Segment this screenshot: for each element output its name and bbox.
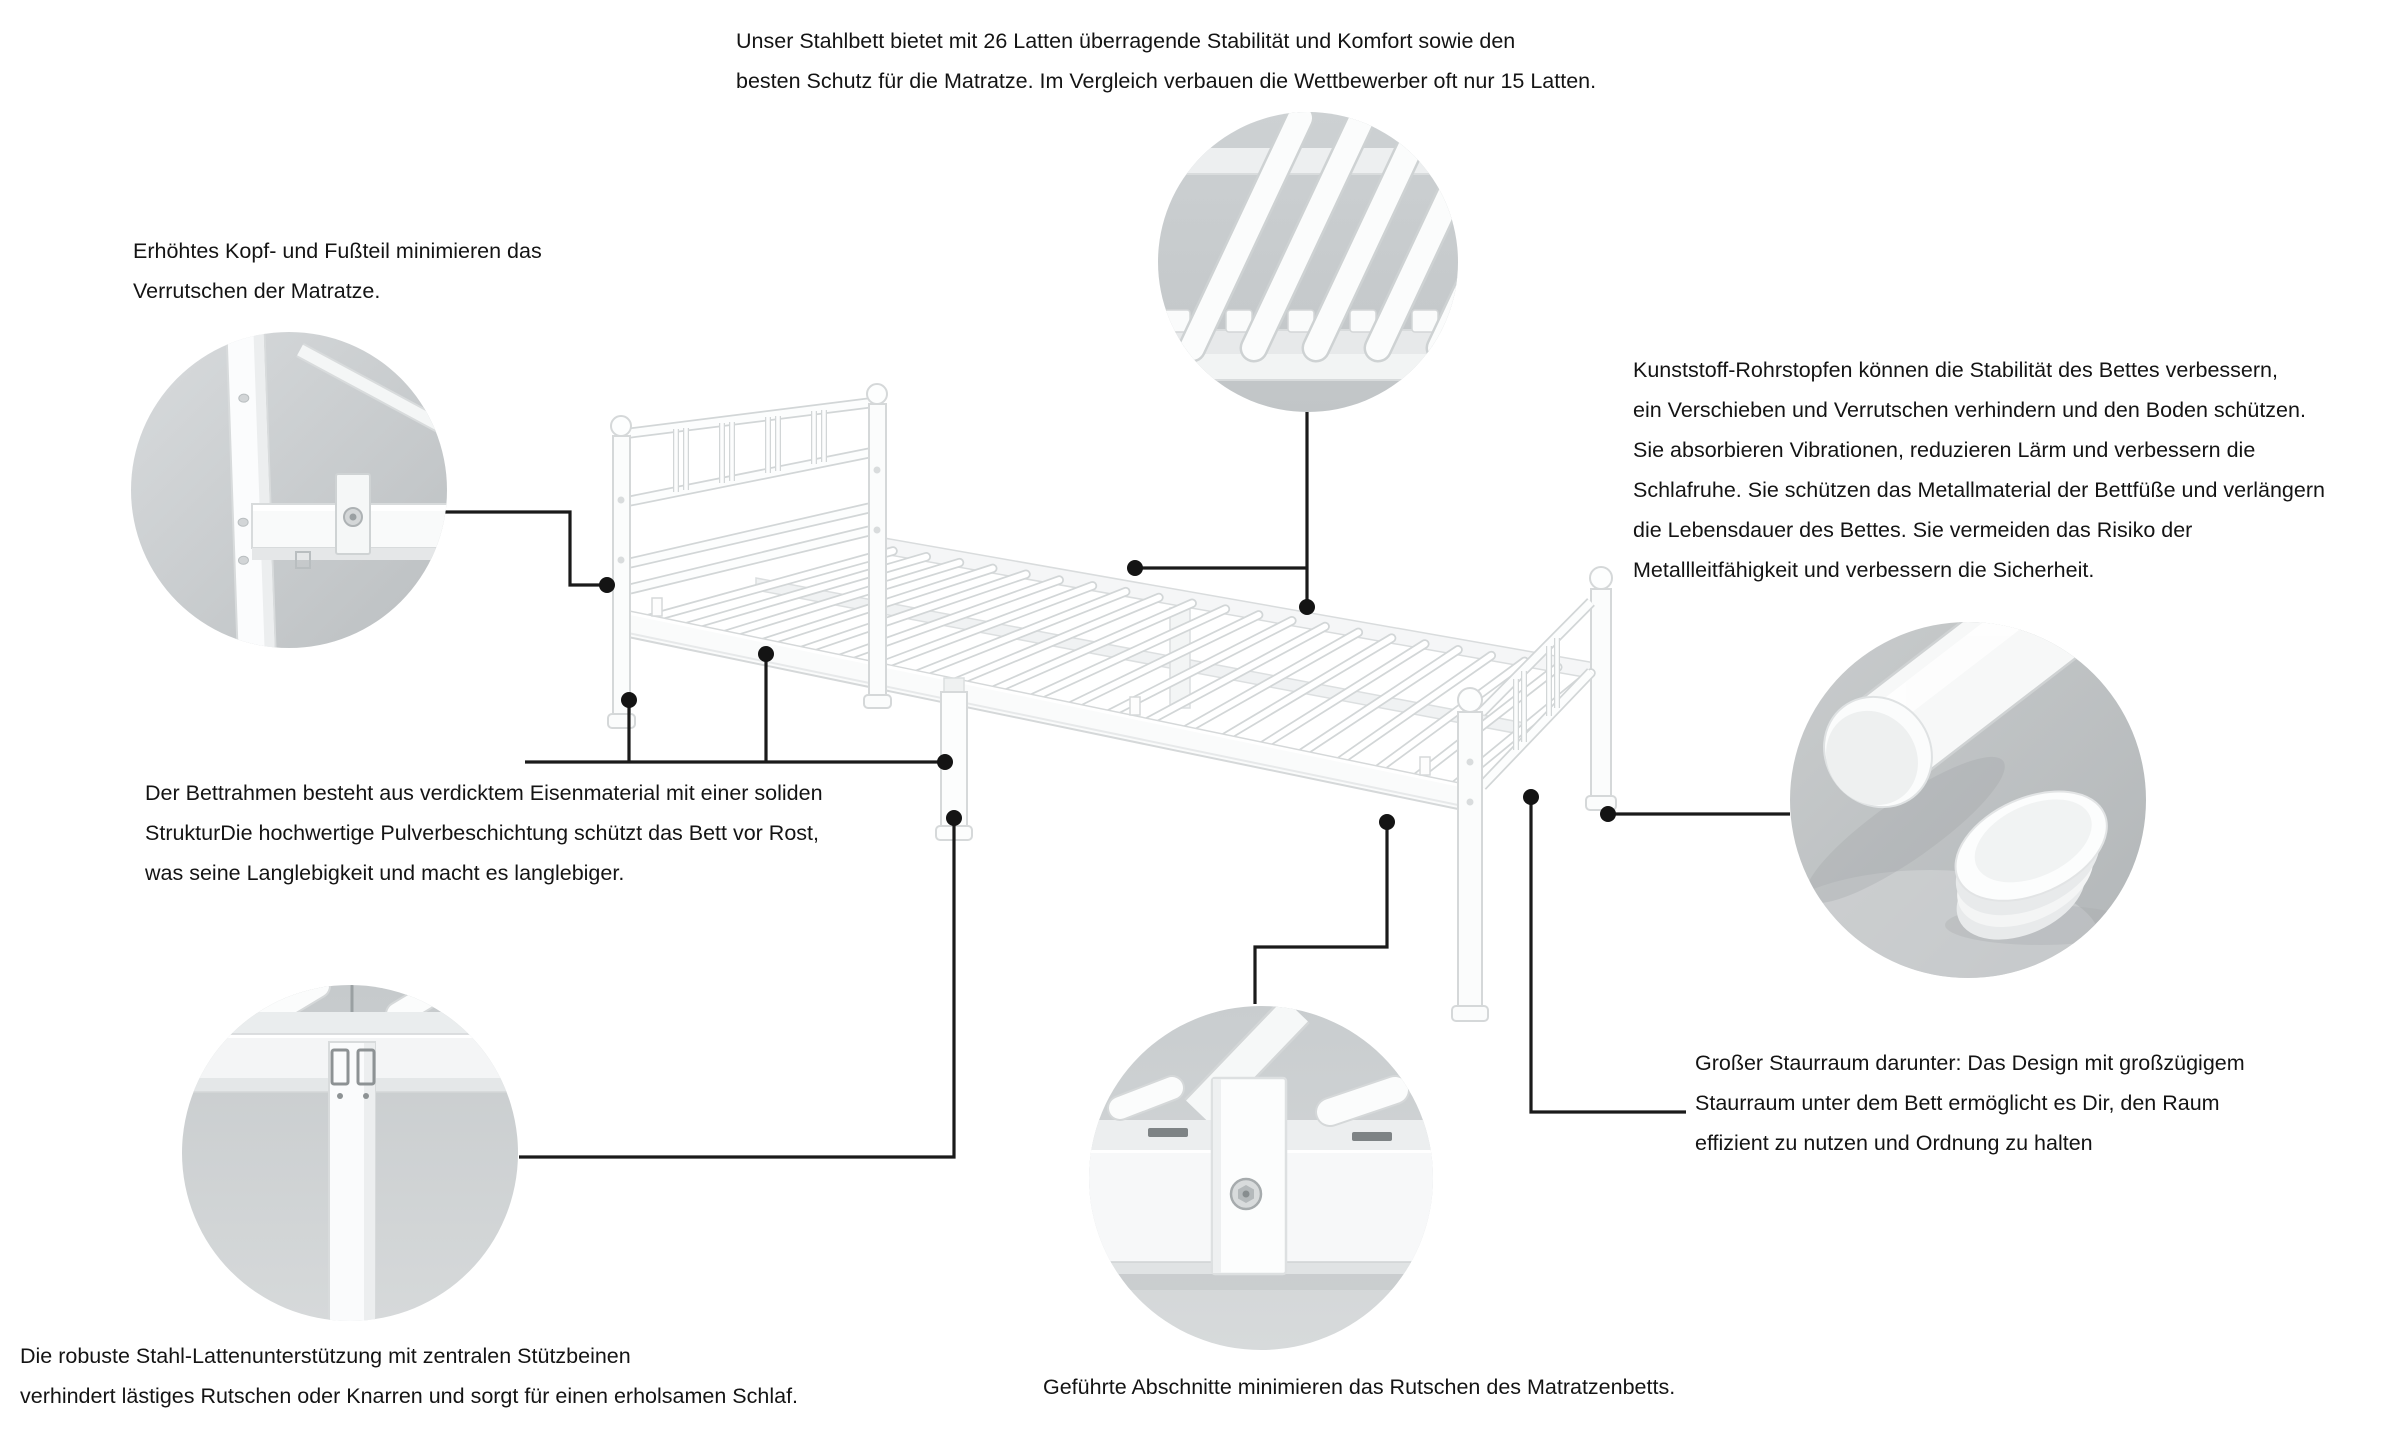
bed-head-post-near	[607, 415, 636, 729]
rail-guide-tab	[1129, 696, 1141, 716]
caption-frame-material: Der Bettrahmen besteht aus verdicktem Ei…	[145, 773, 823, 893]
clamp-slat-stubs	[1107, 1075, 1410, 1127]
caption-line: Erhöhtes Kopf- und Fußteil minimieren da…	[133, 239, 542, 263]
caption-pipe-stoppers: Kunststoff-Rohrstopfen können die Stabil…	[1633, 350, 2325, 590]
caption-line: ein Verschieben und Verrutschen verhinde…	[1633, 398, 2306, 422]
caption-guided-sections: Geführte Abschnitte minimieren das Rutsc…	[1043, 1367, 1675, 1407]
bed-frame-illustration	[607, 383, 1617, 1022]
bed-footboard	[1451, 598, 1595, 1022]
connector-rail-clamp	[1253, 825, 1389, 1004]
connector-lines	[445, 412, 1790, 1159]
joint-post	[225, 332, 277, 648]
connector-headboard	[445, 510, 600, 587]
caption-line: Verrutschen der Matratze.	[133, 279, 381, 303]
caption-headboard: Erhöhtes Kopf- und Fußteil minimieren da…	[133, 231, 542, 311]
caption-line: Unser Stahlbett bietet mit 26 Latten übe…	[736, 29, 1516, 53]
connector-dots	[599, 560, 1616, 830]
clamp-bracket	[1210, 1076, 1288, 1276]
caption-line: effizient zu nutzen und Ordnung zu halte…	[1695, 1131, 2093, 1155]
bed-foot-post-near	[1451, 687, 1489, 1022]
slat-hook-tabs	[1163, 309, 1439, 333]
caption-line: besten Schutz für die Matratze. Im Vergl…	[736, 69, 1597, 93]
caption-support-legs: Die robuste Stahl-Lattenunterstützung mi…	[20, 1336, 798, 1416]
caption-line: Schlafruhe. Sie schützen das Metallmater…	[1633, 478, 2325, 502]
rail-guide-tab	[1419, 756, 1431, 776]
center-leg-circle	[182, 985, 518, 1321]
leg-detail-hooks	[330, 1048, 376, 1099]
bed-slats	[637, 548, 1594, 792]
headboard-joint-circle	[131, 332, 447, 648]
pipe-stopper-circle	[1790, 622, 2146, 978]
joint-bracket	[335, 473, 371, 555]
caption-line: StrukturDie hochwertige Pulverbeschichtu…	[145, 821, 819, 845]
caption-line: Der Bettrahmen besteht aus verdicktem Ei…	[145, 781, 823, 805]
slat-detail-slats	[1177, 112, 1458, 363]
caption-line: Geführte Abschnitte minimieren das Rutsc…	[1043, 1375, 1676, 1399]
caption-line: was seine Langlebigkeit und macht es lan…	[145, 861, 625, 885]
caption-line: Die robuste Stahl-Lattenunterstützung mi…	[20, 1344, 631, 1368]
caption-line: die Lebensdauer des Bettes. Sie vermeide…	[1633, 518, 2193, 542]
caption-line: verhindert lästiges Rutschen oder Knarre…	[20, 1384, 799, 1408]
leg-detail-leg	[328, 1041, 376, 1321]
pipe-tube	[1823, 622, 2121, 809]
caption-line: Staurraum unter dem Bett ermöglicht es D…	[1695, 1091, 2220, 1115]
rail-clamp-circle	[1089, 1006, 1433, 1350]
connector-storage	[1529, 800, 1686, 1114]
bed-headboard	[607, 383, 892, 729]
slat-detail-circle	[1158, 112, 1458, 412]
bed-foot-post-far	[1585, 566, 1617, 811]
rail-guide-tab	[651, 597, 663, 617]
caption-line: Großer Staurraum darunter: Das Design mi…	[1695, 1051, 2245, 1075]
caption-line: Kunststoff-Rohrstopfen können die Stabil…	[1633, 358, 2278, 382]
caption-line: Sie absorbieren Vibrationen, reduzieren …	[1633, 438, 2256, 462]
caption-line: Metallleitfähigkeit und verbessern die S…	[1633, 558, 2095, 582]
connector-center-leg	[519, 821, 956, 1159]
stopper-cap	[1954, 790, 2108, 940]
caption-storage: Großer Staurraum darunter: Das Design mi…	[1695, 1043, 2245, 1163]
connector-frame	[525, 657, 945, 764]
bed-head-post-far	[863, 383, 892, 709]
caption-slat-count: Unser Stahlbett bietet mit 26 Latten übe…	[736, 21, 1596, 101]
